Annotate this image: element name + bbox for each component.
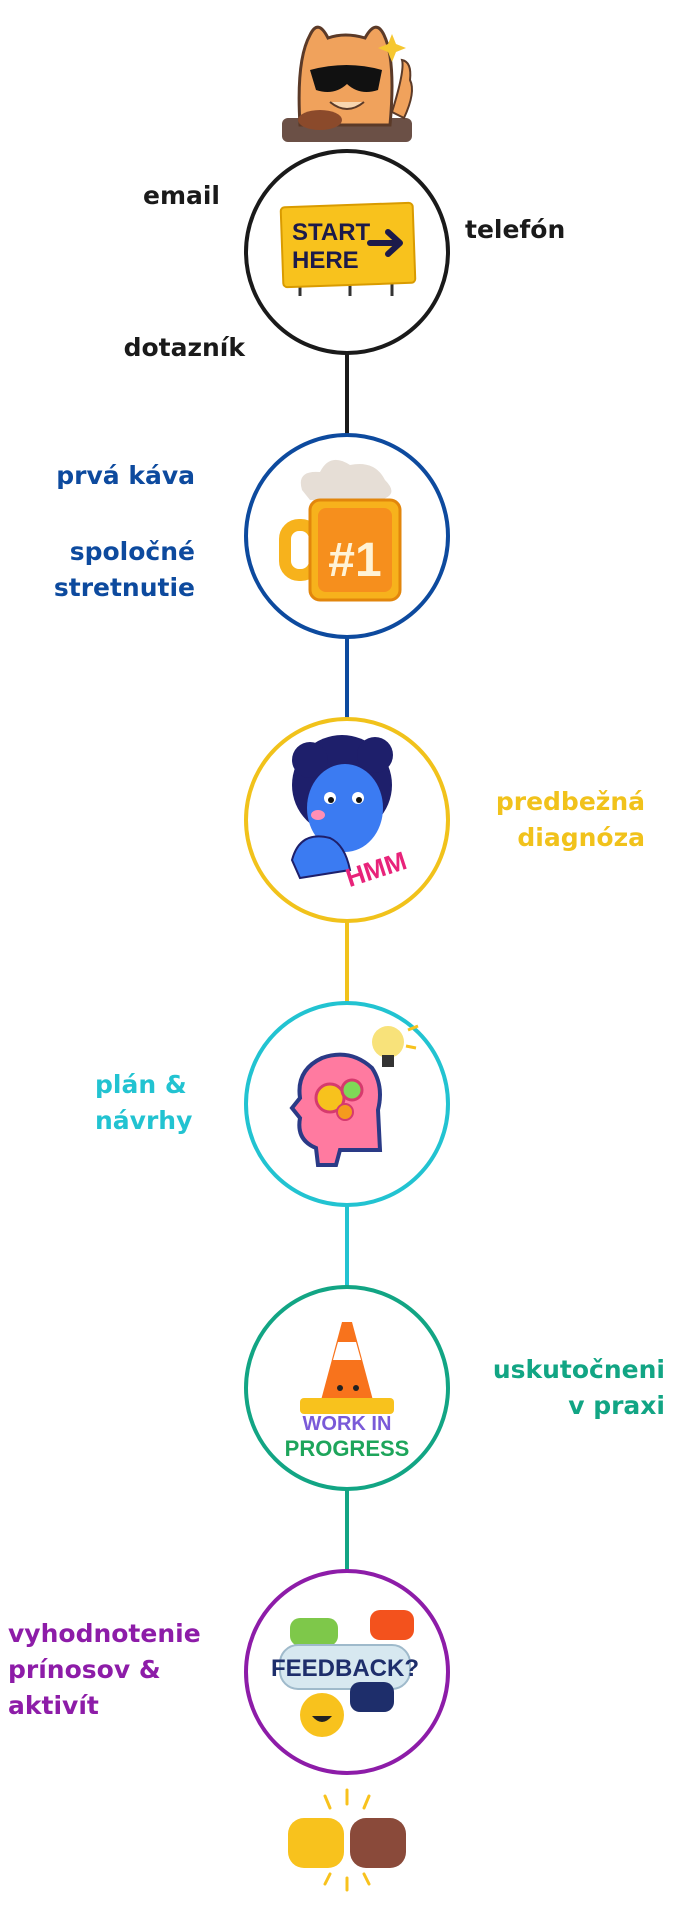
head-gears-icon — [289, 1024, 419, 1167]
label-email: email — [142, 181, 220, 210]
progress-text: PROGRESS — [285, 1436, 410, 1461]
fist-bump-sticker — [288, 1788, 406, 1892]
sign-text-here: HERE — [292, 247, 359, 274]
label-plan-navrhy: plán & návrhy — [95, 1070, 193, 1135]
sign-text-start: START — [292, 219, 371, 246]
feedback-bubbles-icon — [279, 1610, 414, 1737]
label-spolocne-stretnutie: spoločné stretnutie — [53, 537, 195, 602]
label-predbezna-diagnoza: predbežná diagnóza — [495, 787, 645, 852]
label-telefon: telefón — [465, 215, 566, 244]
thinking-person-icon — [290, 735, 393, 880]
feedback-text: FEEDBACK? — [271, 1655, 419, 1682]
label-dotaznik: dotazník — [123, 333, 245, 362]
traffic-cone-icon — [300, 1322, 394, 1414]
mug-number-text: #1 — [328, 534, 381, 587]
coffee-mug-icon — [279, 459, 402, 602]
label-vyhodnotenie: vyhodnotenie prínosov & aktivít — [8, 1619, 201, 1720]
label-uskutocneni-v-praxi: uskutočneni v praxi — [492, 1355, 665, 1420]
work-in-text: WORK IN — [303, 1413, 392, 1435]
cool-cat-sticker — [282, 25, 413, 142]
start-here-sign — [279, 201, 417, 296]
label-prva-kava: prvá káva — [56, 461, 195, 490]
